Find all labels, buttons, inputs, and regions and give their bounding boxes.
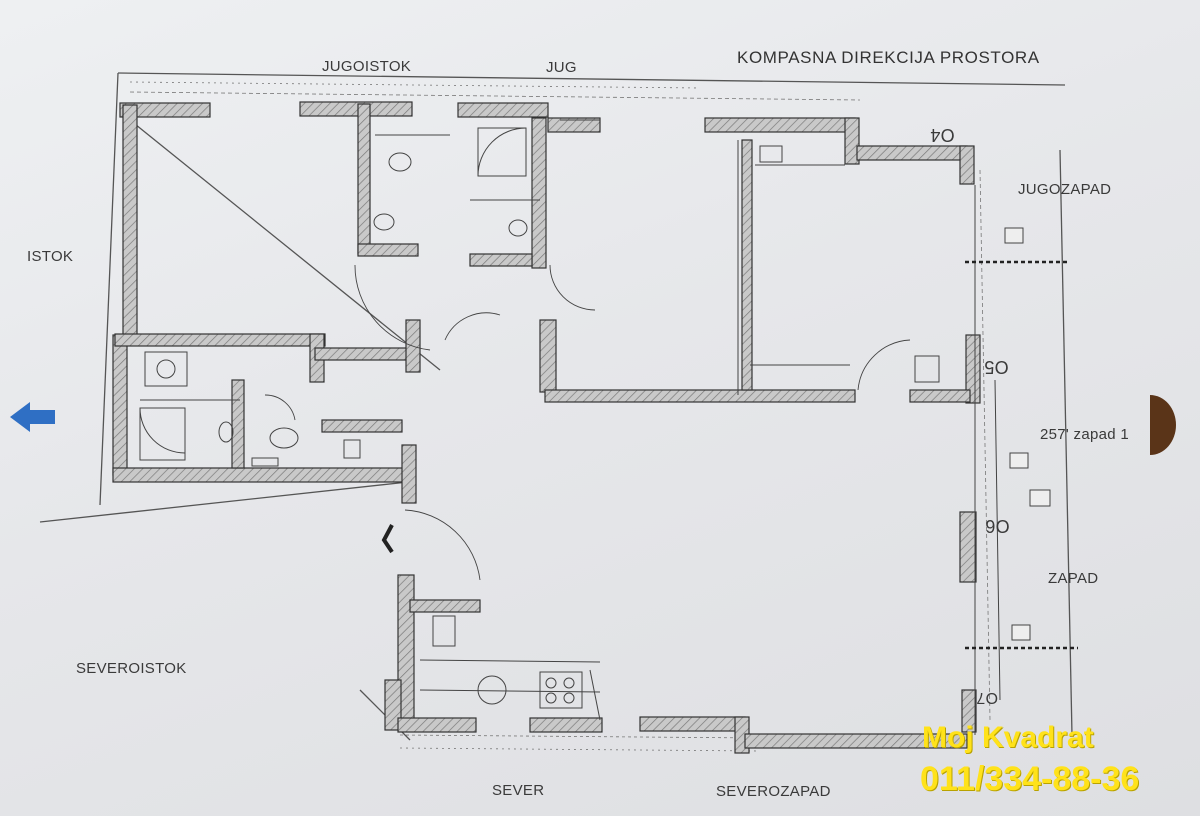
sheet-title: KOMPASNA DIREKCIJA PROSTORA: [737, 48, 1040, 67]
arrow-left-icon: [10, 402, 55, 432]
bathroom-fixtures: [139, 127, 940, 709]
zone-separators: [965, 260, 1078, 650]
walls: [112, 101, 981, 754]
label-severoistok: SEVEROISTOK: [76, 660, 187, 677]
compass-half-circle-icon: [1150, 395, 1176, 455]
label-jugozapad: JUGOZAPAD: [1018, 181, 1112, 198]
entrance-marker-icon: [381, 524, 394, 554]
room-tag-o5: O5: [984, 357, 1009, 377]
room-tag-o6: O6: [985, 516, 1010, 536]
area-tags: [1004, 227, 1051, 641]
label-jug: JUG: [546, 59, 577, 76]
watermark-brand: Moj Kvadrat: [922, 721, 1094, 754]
dimension-lines: [129, 81, 991, 752]
outer-boundary: [39, 72, 1073, 741]
label-severozapad: SEVEROZAPAD: [716, 783, 831, 800]
door-swings: [264, 264, 911, 581]
label-zapad-1: 257' zapad 1: [1040, 426, 1130, 443]
interior-partitions: [140, 119, 1001, 735]
watermark-phone: 011/334-88-36: [920, 760, 1140, 798]
label-sever: SEVER: [492, 782, 545, 799]
label-istok: ISTOK: [27, 248, 74, 265]
room-tag-o7: O7: [976, 689, 998, 706]
room-tag-o4: O4: [930, 125, 955, 145]
label-zapad: ZAPAD: [1048, 570, 1099, 587]
label-jugoistok: JUGOISTOK: [322, 58, 412, 75]
